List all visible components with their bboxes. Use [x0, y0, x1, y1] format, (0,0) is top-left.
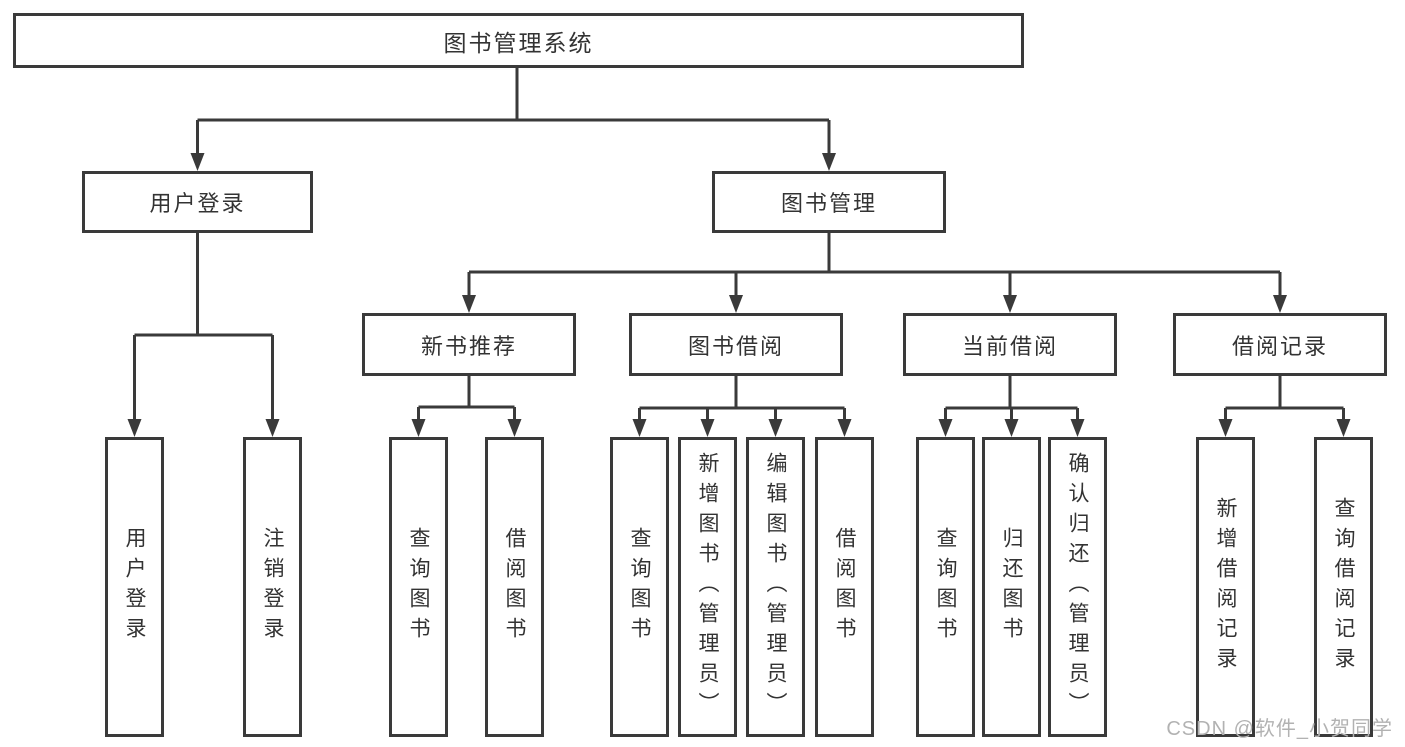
node-label: 借阅记录 — [1231, 333, 1328, 359]
node-label: 图书借阅 — [687, 333, 784, 359]
connector-userlogin-to-leaves — [133, 233, 274, 420]
node-label: 新增借阅记录 — [1214, 497, 1237, 677]
csdn-watermark: CSDN @软件_小贺同学 — [1166, 718, 1393, 740]
node-current-borrowing: 当前借阅 — [903, 313, 1117, 376]
node-label: 用户登录 — [123, 527, 146, 647]
arrowheads-level3 — [462, 295, 1287, 313]
connector-bookmgmt-to-level3 — [467, 233, 1282, 296]
node-label: 查询图书 — [407, 527, 430, 647]
connector-records-to-leaves — [1224, 376, 1345, 420]
connector-bookborrow-to-leaves — [638, 376, 846, 420]
node-label: 用户登录 — [149, 191, 246, 216]
node-leaf-add-borrow-record: 新增借阅记录 — [1196, 437, 1255, 737]
arrowheads-current-leaves — [938, 419, 1085, 437]
node-leaf-logout: 注销登录 — [243, 437, 302, 737]
node-label: 图书管理系统 — [443, 29, 594, 56]
node-leaf-borrow-books: 借阅图书 — [815, 437, 874, 737]
connector-root-to-level2 — [196, 68, 831, 154]
node-leaf-user-login: 用户登录 — [105, 437, 164, 737]
node-leaf-borrow-books-recommend: 借阅图书 — [485, 437, 544, 737]
node-label: 查询图书 — [934, 527, 957, 647]
node-leaf-query-borrow-record: 查询借阅记录 — [1314, 437, 1373, 737]
node-leaf-query-books-recommend: 查询图书 — [389, 437, 448, 737]
arrowheads-userlogin-leaves — [127, 419, 280, 437]
node-label: 新书推荐 — [420, 333, 517, 359]
arrowheads-records-leaves — [1218, 419, 1351, 437]
node-leaf-query-books-borrowing: 查询图书 — [610, 437, 669, 737]
node-leaf-return-books: 归还图书 — [982, 437, 1041, 737]
node-label: 借阅图书 — [833, 527, 856, 647]
node-label: 借阅图书 — [503, 527, 526, 647]
node-label: 当前借阅 — [961, 333, 1058, 359]
node-label: 编辑图书（管理员） — [764, 452, 787, 722]
node-leaf-query-books-current: 查询图书 — [916, 437, 975, 737]
node-label: 新增图书（管理员） — [696, 452, 719, 722]
arrowheads-newbook-leaves — [411, 419, 522, 437]
node-book-borrowing: 图书借阅 — [629, 313, 843, 376]
node-label: 归还图书 — [1000, 527, 1023, 647]
connector-current-to-leaves — [944, 376, 1079, 420]
node-label: 注销登录 — [261, 527, 284, 647]
node-borrowing-records: 借阅记录 — [1173, 313, 1387, 376]
node-library-management-system: 图书管理系统 — [13, 13, 1024, 68]
connector-newbook-to-leaves — [417, 376, 516, 420]
node-leaf-edit-books-admin: 编辑图书（管理员） — [746, 437, 805, 737]
node-label: 查询图书 — [628, 527, 651, 647]
node-label: 确认归还（管理员） — [1066, 452, 1089, 722]
node-label: 查询借阅记录 — [1332, 497, 1355, 677]
node-book-management: 图书管理 — [712, 171, 946, 233]
arrowheads-level2 — [190, 153, 836, 171]
node-leaf-add-books-admin: 新增图书（管理员） — [678, 437, 737, 737]
node-user-login: 用户登录 — [82, 171, 313, 233]
arrowheads-bookborrow-leaves — [632, 419, 852, 437]
node-new-book-recommendation: 新书推荐 — [362, 313, 576, 376]
node-label: 图书管理 — [780, 191, 877, 216]
node-leaf-confirm-return-admin: 确认归还（管理员） — [1048, 437, 1107, 737]
